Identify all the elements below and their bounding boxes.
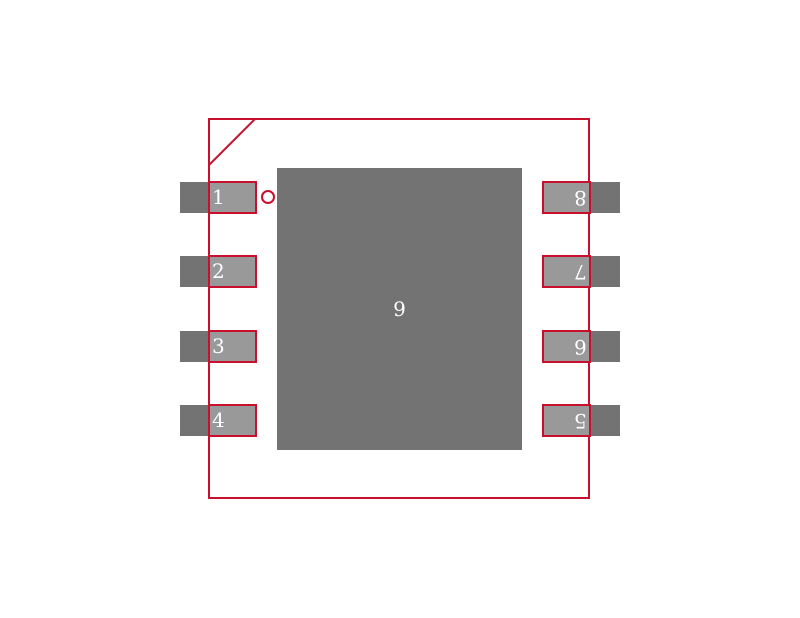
pin-5-label: 5 — [574, 409, 587, 433]
pin-2-pad: 2 — [208, 255, 257, 288]
pin-4-lead — [180, 405, 210, 436]
pin-8-lead — [590, 182, 620, 213]
pin-2-lead — [180, 256, 210, 287]
exposed-pad: 9 — [277, 168, 522, 450]
package-outline — [208, 118, 590, 499]
pin-7-pad: 7 — [542, 255, 591, 288]
pin-4-pad: 4 — [208, 404, 257, 437]
pin-7-lead — [590, 256, 620, 287]
pin-7-label: 7 — [574, 260, 587, 284]
pin-1-pad: 1 — [208, 181, 257, 214]
pin-6-lead — [590, 331, 620, 362]
pin-6-label: 6 — [574, 335, 587, 359]
pin-8-label: 8 — [574, 186, 587, 210]
pin-4-label: 4 — [212, 408, 225, 432]
pin-3-pad: 3 — [208, 330, 257, 363]
pin-5-pad: 5 — [542, 404, 591, 437]
exposed-pad-label: 9 — [393, 297, 406, 321]
pin-6-pad: 6 — [542, 330, 591, 363]
pin-3-label: 3 — [212, 334, 225, 358]
pin-1-lead — [180, 182, 210, 213]
pin1-chamfer-icon — [208, 118, 257, 167]
pin-1-label: 1 — [212, 185, 225, 209]
pin1-marker-icon — [261, 190, 275, 204]
pin-8-pad: 8 — [542, 181, 591, 214]
pin-5-lead — [590, 405, 620, 436]
pin-3-lead — [180, 331, 210, 362]
pin-2-label: 2 — [212, 259, 225, 283]
